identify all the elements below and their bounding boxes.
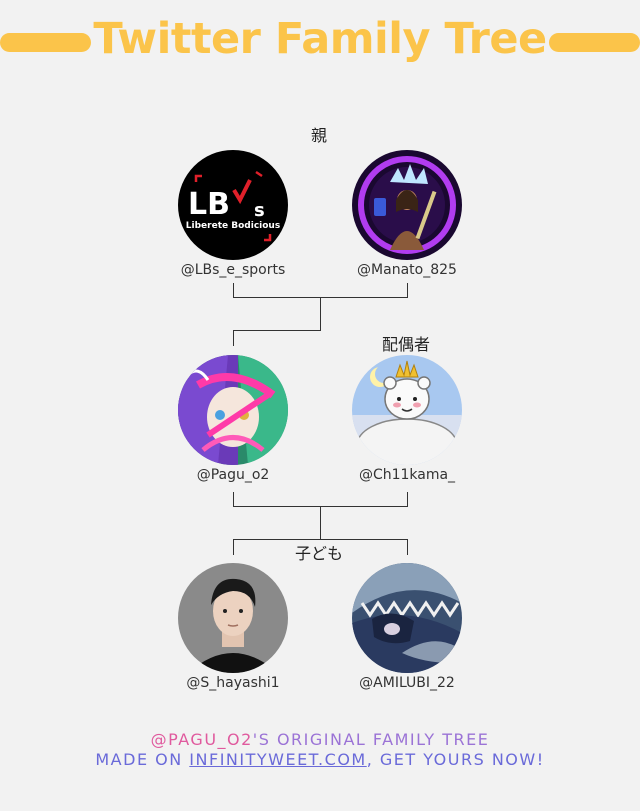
handle-spouse[interactable]: @Ch11kama_ <box>358 467 456 483</box>
avatar-lbs-e-sports[interactable]: LB s Liberete Bodicious <box>178 150 288 260</box>
anime-shark-avatar-icon <box>352 563 462 673</box>
children-label: 子ども <box>239 540 399 564</box>
game-character-avatar-icon <box>352 150 462 260</box>
connector-to-self-drop <box>233 330 234 346</box>
title-bar-left <box>0 33 91 52</box>
footer-line2-suffix: , GET YOURS NOW! <box>366 750 545 769</box>
handle-self[interactable]: @Pagu_o2 <box>196 467 270 483</box>
svg-text:LB: LB <box>188 187 230 222</box>
infinityweet-link[interactable]: INFINITYWEET.COM <box>189 750 367 769</box>
footer-line1-text: 'S ORIGINAL FAMILY TREE <box>252 730 490 749</box>
connector-parent2-drop <box>407 283 408 298</box>
connector-child2-drop <box>407 539 408 555</box>
connector-to-self-bar <box>233 330 321 331</box>
children-label-text: 子ども <box>292 544 345 563</box>
spouse-label: 配偶者 <box>381 335 430 354</box>
connector-spouse-drop <box>407 492 408 507</box>
svg-text:s: s <box>254 200 265 221</box>
handle-child-1[interactable]: @S_hayashi1 <box>186 675 280 691</box>
anime-girl-avatar-icon <box>178 355 288 465</box>
handle-parent-2[interactable]: @Manato_825 <box>357 262 457 278</box>
connector-self-drop <box>233 492 234 507</box>
connector-children-bar <box>233 539 408 540</box>
footer-line2-prefix: MADE ON <box>95 750 190 769</box>
title-bar-right <box>549 33 640 52</box>
handle-child-2[interactable]: @AMILUBI_22 <box>359 675 455 691</box>
connector-parents-stem <box>320 297 321 331</box>
connector-couple-stem <box>320 506 321 540</box>
handle-parent-1[interactable]: @LBs_e_sports <box>180 262 286 278</box>
page-title: Twitter Family Tree <box>93 14 547 64</box>
connector-child1-drop <box>233 539 234 555</box>
bear-king-avatar-icon <box>352 355 462 465</box>
avatar-manato-825[interactable] <box>352 150 462 260</box>
avatar-ch11kama[interactable] <box>352 355 462 465</box>
connector-parent1-drop <box>233 283 234 298</box>
avatar-s-hayashi1[interactable] <box>178 563 288 673</box>
avatar-amilubi-22[interactable] <box>352 563 462 673</box>
footer-user-handle[interactable]: @PAGU_O2 <box>150 730 253 749</box>
svg-text:Liberete Bodicious: Liberete Bodicious <box>186 221 280 231</box>
person-avatar-icon <box>178 563 288 673</box>
parents-label: 親 <box>310 126 327 145</box>
avatar-pagu-o2[interactable] <box>178 355 288 465</box>
lbs-logo-icon: LB s Liberete Bodicious <box>178 150 288 260</box>
footer-line-1: @PAGU_O2'S ORIGINAL FAMILY TREE <box>0 730 640 749</box>
footer-line-2: MADE ON INFINITYWEET.COM, GET YOURS NOW! <box>0 750 640 769</box>
